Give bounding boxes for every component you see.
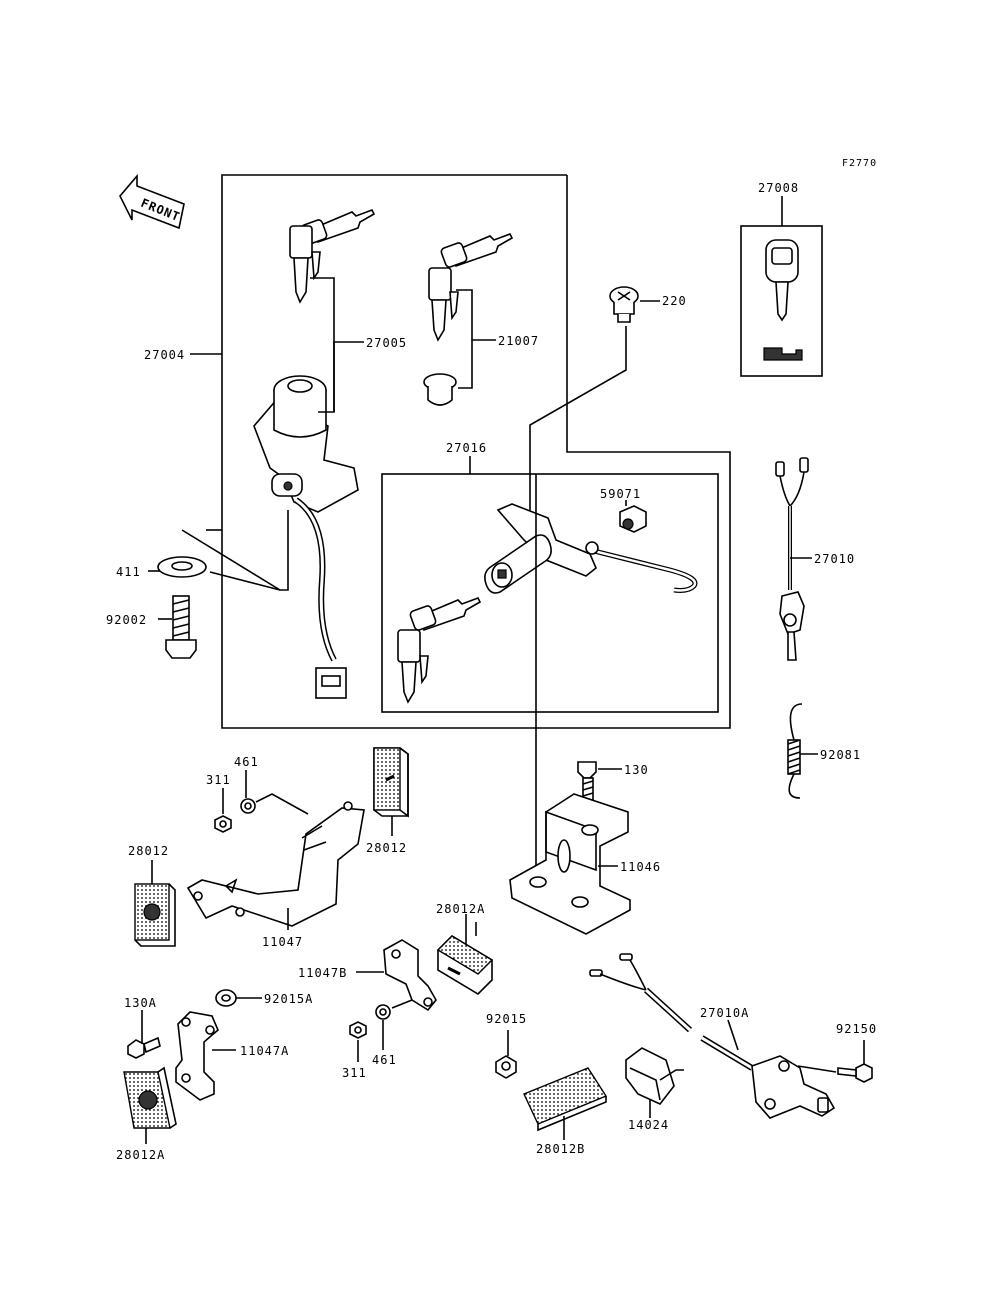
part-label: 28012 <box>128 844 169 858</box>
key-blank-icon <box>763 239 803 361</box>
part-label: 130 <box>624 763 649 777</box>
part-label: 461 <box>234 755 259 769</box>
nut-icon <box>495 1055 517 1079</box>
front-arrow-icon: FRONT <box>119 173 185 230</box>
part-label: 28012B <box>536 1142 585 1156</box>
part-label: 92002 <box>106 613 147 627</box>
part-label: 28012 <box>366 841 407 855</box>
reflector-icon <box>436 934 494 996</box>
ignition-switch-icon <box>253 375 359 699</box>
part-label: 27005 <box>366 336 407 350</box>
part-label: 27010 <box>814 552 855 566</box>
washer-icon <box>240 798 256 814</box>
cover-icon <box>625 1047 684 1105</box>
part-label: 11047A <box>240 1044 289 1058</box>
part-label: 27010A <box>700 1006 749 1020</box>
nut-icon <box>214 815 232 833</box>
part-label: 28012A <box>116 1148 165 1162</box>
part-label: 27016 <box>446 441 487 455</box>
part-label: 92150 <box>836 1022 877 1036</box>
bracket-icon <box>175 1011 219 1101</box>
part-label: 220 <box>662 294 687 308</box>
part-label: 11047 <box>262 935 303 949</box>
bracket-icon <box>383 939 437 1012</box>
part-label: 92015 <box>486 1012 527 1026</box>
reflector-icon <box>373 747 409 818</box>
reflector-icon <box>123 1066 177 1129</box>
part-label: 27008 <box>758 181 799 195</box>
key-cap-icon <box>423 373 457 406</box>
key-set-icon <box>289 208 376 304</box>
screw-icon <box>837 1063 873 1083</box>
washer-icon <box>375 1004 391 1020</box>
assembly-box-27016 <box>381 473 719 713</box>
part-label: 27004 <box>144 348 185 362</box>
key-set-icon <box>397 596 482 704</box>
switch-wire-icon <box>775 457 809 661</box>
bolt-icon <box>577 761 597 801</box>
part-label: 311 <box>206 773 231 787</box>
reflector-icon <box>134 883 176 947</box>
bracket-icon <box>186 801 365 927</box>
clip-icon <box>619 505 647 533</box>
spring-icon <box>787 703 803 799</box>
part-label: 59071 <box>600 487 641 501</box>
part-label: 311 <box>342 1066 367 1080</box>
screw-icon <box>609 286 639 323</box>
figure-code: F2770 <box>842 158 877 169</box>
assembly-box-27004 <box>221 174 731 729</box>
reflector-icon <box>523 1067 608 1132</box>
bolt-icon <box>127 1036 161 1059</box>
part-label: 28012A <box>436 902 485 916</box>
part-label: 461 <box>372 1053 397 1067</box>
seat-lock-icon <box>484 503 698 594</box>
bracket-icon <box>509 793 631 935</box>
key-set-icon <box>428 232 514 342</box>
part-label: 11046 <box>620 860 661 874</box>
nut-icon <box>349 1021 367 1039</box>
part-label: 92015A <box>264 992 313 1006</box>
nut-icon <box>215 989 237 1007</box>
part-label: 130A <box>124 996 157 1010</box>
part-label: 14024 <box>628 1118 669 1132</box>
part-label: 21007 <box>498 334 539 348</box>
part-label: 11047B <box>298 966 347 980</box>
bolt-icon <box>165 595 197 659</box>
switch-wire-icon <box>589 953 836 1119</box>
part-label: 411 <box>116 565 141 579</box>
part-label: 92081 <box>820 748 861 762</box>
